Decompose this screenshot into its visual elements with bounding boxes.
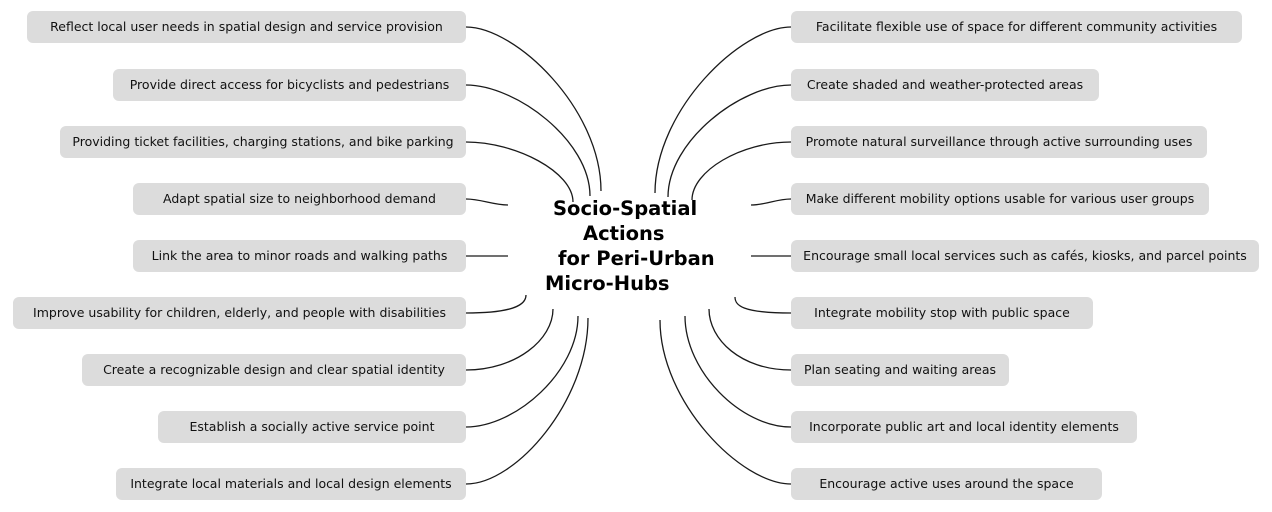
center-title: Socio-Spatial Actions for Peri-Urban Mic… <box>525 196 775 296</box>
connector-left-4 <box>465 198 509 206</box>
right-item-8: Incorporate public art and local identit… <box>791 411 1137 443</box>
right-item-3: Promote natural surveillance through act… <box>791 126 1207 158</box>
center-title-line-4: Micro-Hubs <box>545 272 670 295</box>
connector-left-1 <box>465 26 602 192</box>
connector-right-6 <box>734 296 792 314</box>
connector-left-7 <box>465 308 554 371</box>
right-item-1: Facilitate flexible use of space for dif… <box>791 11 1242 43</box>
right-item-6: Integrate mobility stop with public spac… <box>791 297 1093 329</box>
left-item-6: Improve usability for children, elderly,… <box>13 297 466 329</box>
connector-right-7 <box>708 308 792 371</box>
center-title-line-1: Socio-Spatial <box>553 197 698 220</box>
left-item-3: Providing ticket facilities, charging st… <box>60 126 466 158</box>
left-item-8: Establish a socially active service poin… <box>158 411 466 443</box>
right-item-5: Encourage small local services such as c… <box>791 240 1259 272</box>
connector-right-1 <box>654 26 792 194</box>
connector-right-9 <box>659 319 792 485</box>
connector-right-3 <box>691 141 792 201</box>
left-item-4: Adapt spatial size to neighborhood deman… <box>133 183 466 215</box>
connector-left-6 <box>465 294 527 314</box>
connector-left-2 <box>465 84 591 197</box>
connector-right-2 <box>667 84 792 198</box>
left-item-2: Provide direct access for bicyclists and… <box>113 69 466 101</box>
center-title-line-2: Actions <box>583 222 665 245</box>
left-item-7: Create a recognizable design and clear s… <box>82 354 466 386</box>
left-item-1: Reflect local user needs in spatial desi… <box>27 11 466 43</box>
left-item-5: Link the area to minor roads and walking… <box>133 240 466 272</box>
left-item-9: Integrate local materials and local desi… <box>116 468 466 500</box>
connector-right-8 <box>684 315 792 428</box>
right-item-7: Plan seating and waiting areas <box>791 354 1009 386</box>
connector-left-3 <box>465 141 574 203</box>
right-item-2: Create shaded and weather-protected area… <box>791 69 1099 101</box>
right-item-9: Encourage active uses around the space <box>791 468 1102 500</box>
right-item-4: Make different mobility options usable f… <box>791 183 1209 215</box>
connector-left-8 <box>465 315 579 428</box>
connector-left-9 <box>465 317 589 485</box>
center-title-line-3: for Peri-Urban <box>558 247 715 270</box>
